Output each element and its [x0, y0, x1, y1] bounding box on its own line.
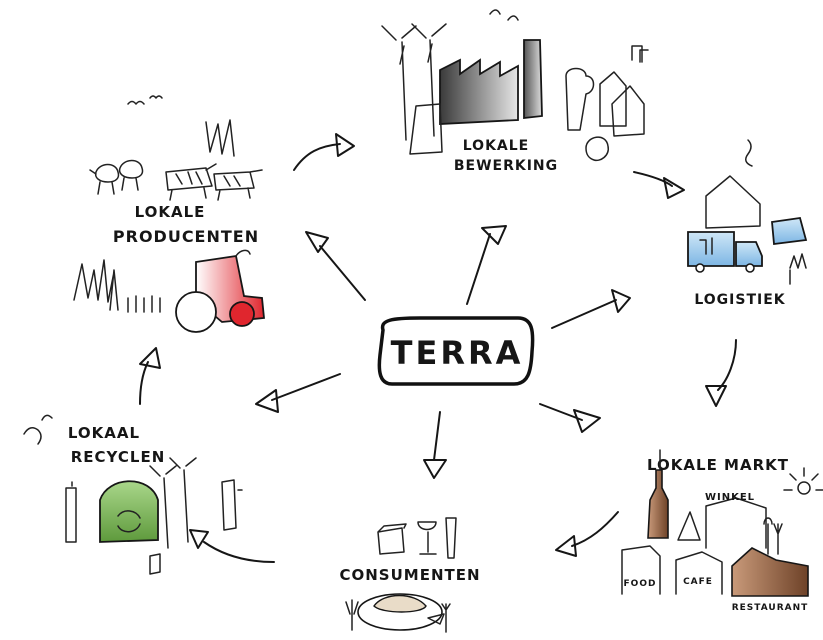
- compost-dome-icon: [99, 480, 159, 543]
- restaurant-label: RESTAURANT: [732, 603, 809, 613]
- node-logistiek: LOGISTIEK: [687, 139, 808, 308]
- factory-icon: [409, 39, 543, 155]
- food-label: FOOD: [624, 579, 657, 589]
- arrow-to-logistiek: [551, 289, 631, 329]
- bewerking-line2: BEWERKING: [454, 158, 558, 174]
- arrow-bewerking-to-logistiek: [633, 171, 685, 199]
- arrow-producenten-to-bewerking: [293, 133, 355, 171]
- node-consumenten: CONSUMENTEN: [339, 517, 480, 633]
- bewerking-line1: LOKALE: [463, 138, 530, 154]
- silo-icon: [65, 481, 77, 543]
- small-bin-icon: [149, 553, 161, 575]
- livestock-icon: [89, 119, 263, 201]
- cafe-shop-icon: [675, 551, 723, 595]
- arrow-markt-to-consumenten: [555, 511, 619, 557]
- node-producenten: LOKALE PRODUCENTEN: [73, 95, 265, 333]
- terra-box: [377, 316, 535, 386]
- shop-icon: [677, 511, 701, 541]
- arrow-to-producenten: [305, 231, 366, 301]
- warehouse-icon: [705, 175, 761, 229]
- arrow-to-bewerking: [466, 225, 507, 305]
- producenten-line1: LOKALE: [135, 203, 206, 221]
- wind-turbine-small-icon: [149, 457, 197, 549]
- van-icon: [771, 216, 808, 246]
- producenten-line2: PRODUCENTEN: [113, 227, 259, 246]
- node-markt: LOKALE MARKT WINKEL FOOD CAFE RESTAURANT: [621, 449, 823, 613]
- recycle-icon: [117, 510, 141, 533]
- center-arrows: [255, 225, 631, 479]
- cycle-arrows: [139, 133, 737, 563]
- glass-icon: [445, 517, 457, 559]
- arrow-consumenten-to-recyclen: [189, 529, 275, 563]
- sun-icon: [783, 467, 823, 495]
- arrow-to-markt: [539, 403, 601, 433]
- arrow-recyclen-to-producenten: [139, 347, 161, 405]
- church-tower-icon: [647, 469, 669, 539]
- winkel-label: WINKEL: [705, 492, 755, 503]
- wind-turbine-icon: [381, 9, 519, 141]
- arrow-logistiek-to-markt: [705, 339, 737, 407]
- bottles-icon: [789, 253, 807, 285]
- restaurant-icon: [731, 547, 809, 597]
- plate-croissant-icon: [345, 593, 451, 633]
- arrow-to-recyclen: [255, 373, 341, 413]
- arrow-to-consumenten: [423, 411, 447, 479]
- truck-icon: [687, 231, 763, 273]
- terra-label: TERRA: [391, 334, 524, 372]
- food-shop-icon: [621, 545, 661, 595]
- tractor-icon: [175, 249, 265, 333]
- recyclen-line2: RECYCLEN: [71, 448, 166, 466]
- box-icon: [377, 523, 407, 555]
- smoke-icon: [745, 139, 753, 167]
- smoke-icon-left: [23, 414, 53, 445]
- recyclen-line1: LOKAAL: [68, 424, 140, 442]
- node-bewerking: LOKALE BEWERKING: [381, 9, 649, 174]
- wine-glass-icon: [417, 521, 437, 555]
- cafe-label: CAFE: [683, 577, 713, 587]
- crops-icon: [73, 259, 119, 311]
- node-recyclen: LOKAAL RECYCLEN: [23, 414, 243, 575]
- birds-icon: [127, 100, 145, 105]
- consumenten-label: CONSUMENTEN: [339, 566, 480, 584]
- markt-label: LOKALE MARKT: [647, 456, 789, 474]
- dairy-icon: [565, 45, 649, 162]
- logistiek-label: LOGISTIEK: [694, 292, 785, 308]
- terra-center-node: TERRA: [377, 316, 535, 386]
- bin-icon: [221, 479, 243, 531]
